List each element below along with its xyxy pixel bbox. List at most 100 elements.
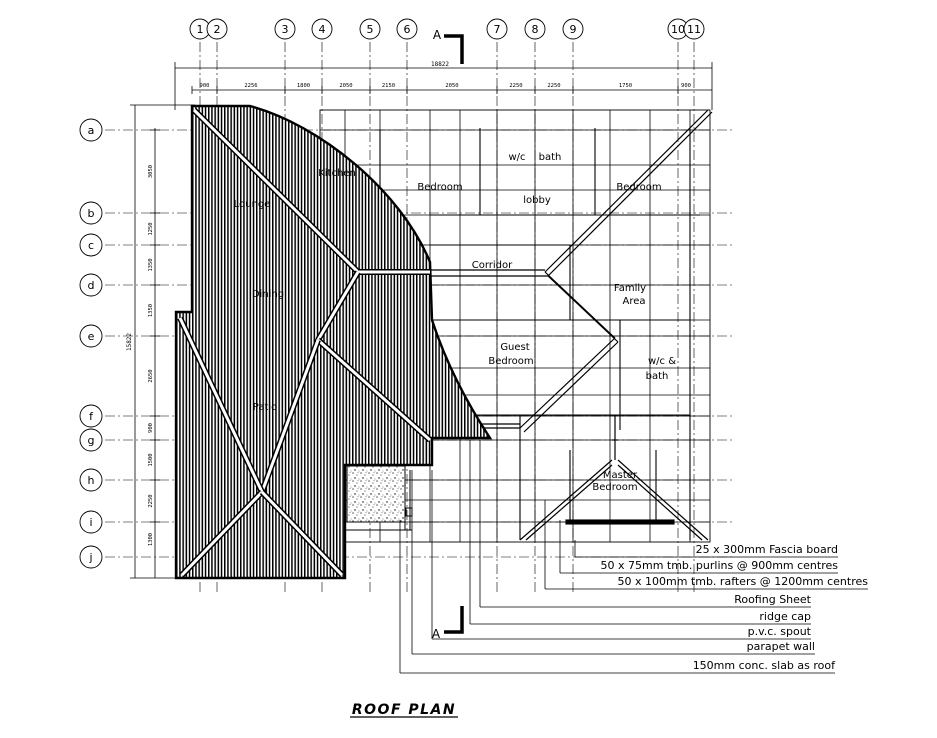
svg-text:8: 8 <box>532 23 539 36</box>
legend-item-3: Roofing Sheet <box>479 440 812 608</box>
top-dimension-chain <box>174 62 713 110</box>
room-label-kitchen: Kitchen <box>318 168 356 179</box>
room-label-wc1: w/c <box>508 152 525 163</box>
section-marker-bottom: A <box>432 606 464 641</box>
legend-item-4: ridge cap <box>469 440 811 625</box>
row-bubble-i: i <box>79 510 103 534</box>
svg-text:Roofing Sheet: Roofing Sheet <box>734 593 811 606</box>
legend-item-2: 50 x 100mm tmb. rafters @ 1200mm centres <box>544 500 869 590</box>
top-dim-9: 900 <box>681 83 691 89</box>
room-label-wc2: w/c & <box>648 356 676 367</box>
room-label-master1: Master <box>603 470 638 481</box>
column-bubble-6: 6 <box>396 18 418 40</box>
left-dim-1: 1250 <box>148 222 154 235</box>
room-label-dining: Dining <box>252 289 284 300</box>
svg-text:a: a <box>88 124 95 137</box>
svg-text:b: b <box>88 207 95 220</box>
svg-text:A: A <box>432 627 441 641</box>
column-bubble-2: 2 <box>206 18 228 40</box>
room-label-bath2: bath <box>646 371 669 382</box>
legend-item-0: 25 x 300mm Fascia board <box>574 540 838 558</box>
svg-text:h: h <box>88 474 95 487</box>
row-bubble-h: h <box>79 468 103 492</box>
left-dim-7: 2250 <box>148 494 154 507</box>
svg-text:c: c <box>88 239 94 252</box>
svg-text:50 x 75mm tmb. purlins @ 900mm: 50 x 75mm tmb. purlins @ 900mm centres <box>600 559 838 572</box>
room-label-patio: Patio <box>253 402 278 413</box>
section-marker-top: A <box>433 28 464 64</box>
room-label-bath1: bath <box>539 152 562 163</box>
row-bubble-a: a <box>79 118 103 142</box>
top-dim-6: 2250 <box>509 83 522 89</box>
left-dim-8: 1300 <box>148 533 154 546</box>
top-dim-7: 2250 <box>547 83 560 89</box>
drawing-title: ROOF PLAN <box>352 702 456 718</box>
left-dimension-values: 3050 1250 1350 1350 2650 900 1500 2250 1300 <box>148 129 160 546</box>
overall-dimension: 18822 <box>431 61 449 68</box>
svg-text:4: 4 <box>319 23 326 36</box>
left-overall-dimension: 15822 <box>126 333 133 351</box>
left-dim-4: 2650 <box>148 369 154 382</box>
top-dim-5: 2050 <box>445 83 458 89</box>
svg-text:6: 6 <box>404 23 411 36</box>
svg-text:11: 11 <box>687 23 701 36</box>
legend-item-1: 50 x 75mm tmb. purlins @ 900mm centres <box>559 520 838 574</box>
room-label-bedroom_left: Bedroom <box>417 182 462 193</box>
column-bubble-9: 9 <box>562 18 584 40</box>
svg-text:i: i <box>89 516 92 529</box>
room-label-lounge: Lounge <box>234 199 271 210</box>
top-dim-4: 2150 <box>382 83 395 89</box>
room-label-family2: Area <box>622 296 645 307</box>
svg-text:g: g <box>88 434 95 447</box>
row-bubble-d: d <box>79 273 103 297</box>
svg-text:e: e <box>88 330 95 343</box>
top-dim-3: 2050 <box>339 83 352 89</box>
svg-text:10: 10 <box>671 23 685 36</box>
svg-text:3: 3 <box>282 23 289 36</box>
svg-text:j: j <box>88 551 92 564</box>
row-bubble-j: j <box>79 545 103 569</box>
svg-text:9: 9 <box>570 23 577 36</box>
room-label-corridor: Corridor <box>472 260 513 271</box>
room-label-master2: Bedroom <box>592 482 637 493</box>
right-wing-hip-roof <box>430 109 713 541</box>
top-dim-2: 1800 <box>297 83 310 89</box>
svg-text:parapet wall: parapet wall <box>747 640 815 653</box>
room-label-bedroom_right: Bedroom <box>616 182 661 193</box>
svg-text:7: 7 <box>494 23 501 36</box>
svg-text:d: d <box>88 279 95 292</box>
column-bubble-7: 7 <box>486 18 508 40</box>
left-dim-3: 1350 <box>148 304 154 317</box>
room-label-lobby: lobby <box>523 195 551 206</box>
legend-item-5: p.v.c. spout <box>431 470 812 640</box>
svg-text:ridge cap: ridge cap <box>759 610 811 623</box>
left-dim-5: 900 <box>148 423 154 433</box>
row-bubble-c: c <box>79 233 103 257</box>
left-dim-6: 1500 <box>148 453 154 466</box>
svg-text:2: 2 <box>214 23 221 36</box>
top-dim-0: 900 <box>200 83 210 89</box>
row-bubble-g: g <box>79 428 103 452</box>
column-bubble-8: 8 <box>524 18 546 40</box>
svg-text:5: 5 <box>367 23 374 36</box>
svg-text:150mm conc. slab as roof: 150mm conc. slab as roof <box>693 659 836 672</box>
column-bubble-4: 4 <box>311 18 333 40</box>
svg-text:50 x 100mm tmb. rafters @ 1200: 50 x 100mm tmb. rafters @ 1200mm centres <box>618 575 869 588</box>
row-bubble-f: f <box>79 404 103 428</box>
svg-text:p.v.c. spout: p.v.c. spout <box>748 625 812 638</box>
top-dim-1: 2256 <box>244 83 257 89</box>
left-dim-0: 3050 <box>148 165 154 178</box>
concrete-slab-roof <box>346 465 406 523</box>
svg-text:f: f <box>89 410 94 423</box>
legend-item-7: 150mm conc. slab as roof <box>399 520 836 674</box>
roofing-sheet-area <box>174 104 493 580</box>
left-dim-2: 1350 <box>148 258 154 271</box>
parapet-wall <box>345 466 413 531</box>
row-bubble-e: e <box>79 324 103 348</box>
column-bubble-3: 3 <box>274 18 296 40</box>
